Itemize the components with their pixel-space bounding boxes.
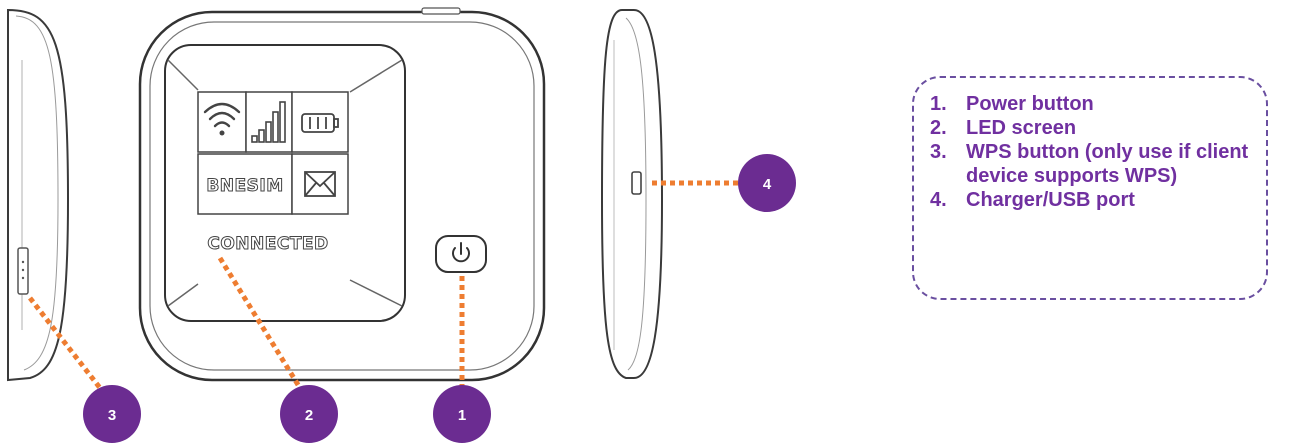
signal-icon — [251, 101, 286, 143]
legend-item-number: 2. — [930, 117, 947, 139]
legend-item-text: Charger/USB port — [966, 189, 1135, 211]
callout-badge-3: 3 — [83, 385, 141, 443]
screen-brand-label: BNESIM — [206, 176, 283, 196]
svg-text:2: 2 — [305, 407, 313, 424]
legend-item: 2. LED screen — [924, 116, 1256, 140]
screen-status-label: CONNECTED — [207, 234, 328, 254]
svg-text:3: 3 — [108, 407, 116, 424]
wifi-icon — [203, 102, 241, 136]
left-side-view — [7, 8, 70, 382]
charger-port — [631, 171, 642, 195]
legend-item-number: 1. — [930, 93, 947, 115]
leader-lines — [28, 180, 738, 392]
legend-item: 4. Charger/USB port — [924, 188, 1256, 212]
front-view: BNESIM CONNECTED — [138, 7, 546, 382]
legend-item: 1. Power button — [924, 92, 1256, 116]
legend-item-text: LED screen — [966, 117, 1077, 139]
right-side-view — [600, 9, 664, 379]
legend-item-number: 4. — [930, 189, 947, 211]
leader-line-3 — [28, 296, 102, 390]
svg-text:4: 4 — [763, 176, 772, 193]
power-button — [435, 235, 487, 273]
legend-list: 1. Power button 2. LED screen 3. WPS but… — [924, 92, 1256, 212]
legend-item-text: Power button — [966, 93, 1094, 115]
legend-item-number: 3. — [930, 141, 947, 163]
leader-line-2 — [217, 256, 303, 390]
svg-text:1: 1 — [458, 407, 466, 424]
callout-badge-1: 1 — [433, 385, 491, 443]
battery-icon — [301, 113, 339, 133]
callout-badge-4: 4 — [738, 154, 796, 212]
legend-item-text: WPS button (only use if client device su… — [966, 141, 1249, 187]
legend-item: 3. WPS button (only use if client device… — [924, 140, 1256, 188]
led-screen: BNESIM CONNECTED — [164, 44, 406, 322]
legend-box: 1. Power button 2. LED screen 3. WPS but… — [912, 76, 1268, 300]
callout-badge-2: 2 — [280, 385, 338, 443]
envelope-icon — [304, 171, 336, 197]
power-icon — [452, 242, 470, 263]
